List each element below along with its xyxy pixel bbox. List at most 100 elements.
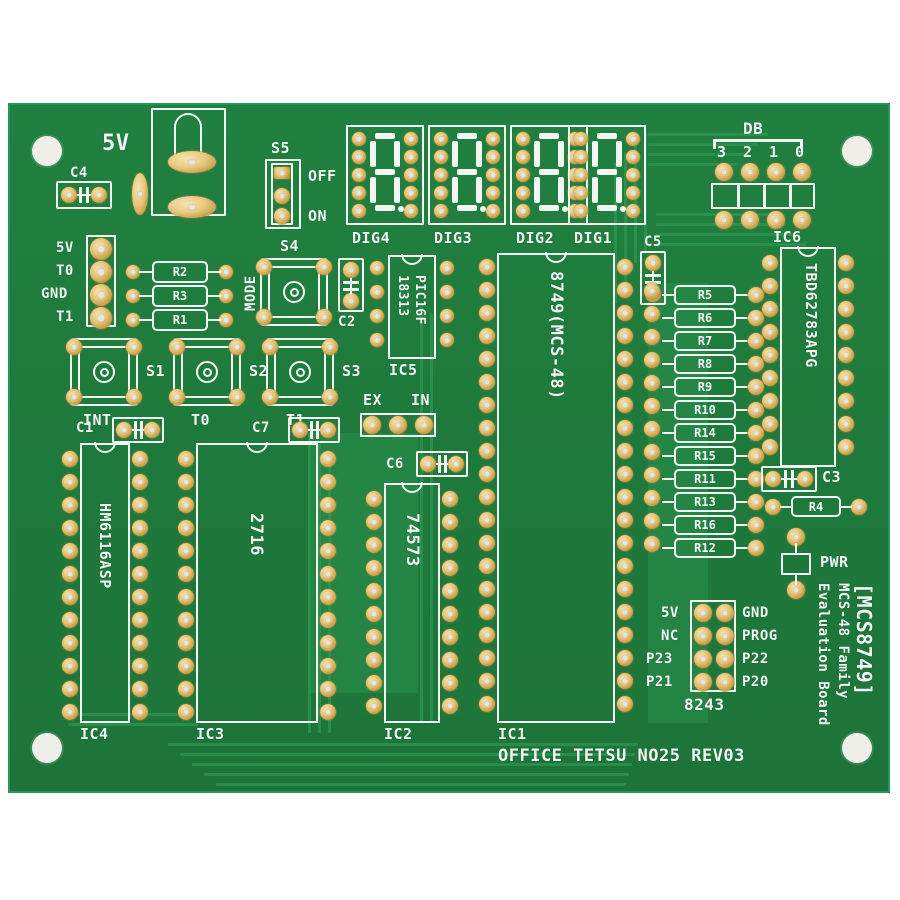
segment-e — [592, 177, 598, 203]
segment-d — [597, 205, 617, 211]
decimal-point — [398, 206, 404, 212]
display-pad — [434, 186, 448, 200]
resistor-lead — [736, 478, 748, 480]
resistor-lead — [736, 432, 748, 434]
ic4-pad — [62, 635, 78, 651]
display-dig3-label: DIG3 — [434, 229, 473, 247]
conn-right-pin: P22 — [742, 651, 769, 667]
segment-f — [592, 141, 598, 167]
display-pad — [434, 150, 448, 164]
right-resistor: R14 — [674, 423, 736, 443]
s5-off-label: OFF — [308, 167, 337, 185]
ic1-pad — [479, 305, 495, 321]
s5-pad — [274, 167, 290, 179]
c5-label: C5 — [644, 234, 662, 250]
db-pad — [715, 163, 733, 181]
ic4-pad — [132, 635, 148, 651]
tact-switch-s2[interactable] — [173, 338, 241, 406]
resistor-pad — [126, 313, 140, 327]
display-pad — [516, 150, 530, 164]
ic1-right-pad — [644, 398, 660, 414]
right-resistor-pad — [748, 287, 764, 303]
ic1-right-pad — [644, 444, 660, 460]
tact-switch-s1[interactable] — [70, 338, 138, 406]
trace — [634, 143, 637, 263]
tact-switch-s3[interactable] — [266, 338, 334, 406]
segment-d — [457, 205, 477, 211]
segment-d — [539, 205, 559, 211]
resistor-lead — [736, 363, 748, 365]
c1-outline — [112, 417, 164, 443]
right-resistor-pad — [748, 333, 764, 349]
c1-pad — [144, 422, 160, 438]
display-pad — [404, 186, 418, 200]
c4-lead — [77, 194, 91, 196]
conn-8243-pad — [694, 604, 712, 622]
ic1-pad — [479, 558, 495, 574]
c7-plate — [316, 421, 319, 439]
decimal-point — [480, 206, 486, 212]
resistor-lead — [736, 317, 748, 319]
db-pin-label: 0 — [795, 143, 805, 161]
ic3-pad — [178, 589, 194, 605]
resistor-lead — [736, 455, 748, 457]
resistor-lead — [662, 409, 674, 411]
s2-label: T0 — [191, 411, 211, 429]
trace — [318, 443, 321, 733]
display-pad — [516, 204, 530, 218]
s1-pad — [66, 339, 82, 355]
c7-lead — [308, 429, 320, 431]
resistor-label: R12 — [694, 541, 716, 555]
db-pin-label: 1 — [769, 143, 779, 161]
ic4-pad — [132, 566, 148, 582]
ic1-pad — [479, 328, 495, 344]
right-resistor-pad — [748, 379, 764, 395]
segment-a — [375, 133, 395, 139]
display-pad — [574, 186, 588, 200]
resistor-label: R1 — [172, 313, 188, 327]
resistor-lead — [662, 524, 674, 526]
display-pad — [404, 168, 418, 182]
clock-header-pad — [415, 416, 433, 434]
trace — [430, 313, 433, 723]
db-pad — [741, 163, 759, 181]
conn-8243-pad — [694, 673, 712, 691]
connector-8243-outline — [690, 600, 736, 692]
display-dig1-label: DIG1 — [574, 229, 613, 247]
ic5-part-line2: 18313 — [395, 275, 410, 317]
ic2-pad — [442, 675, 458, 691]
resistor-label: R6 — [697, 311, 713, 325]
trace — [614, 163, 617, 303]
resistor-lead — [662, 478, 674, 480]
ic3-outline — [196, 443, 318, 723]
ic2-pad — [366, 629, 382, 645]
ic1-right-pad — [644, 283, 660, 299]
c5-outline — [640, 251, 666, 305]
s4-pad — [316, 309, 332, 325]
display-pad — [626, 186, 640, 200]
ic1-right-pad — [644, 536, 660, 552]
ic3-pad — [320, 497, 336, 513]
resistor-lead — [662, 547, 674, 549]
header-pin-label: T0 — [56, 263, 74, 279]
resistor-lead — [736, 547, 748, 549]
ic1-right-pad — [644, 352, 660, 368]
db-pad — [767, 163, 785, 181]
ic3-pad — [320, 451, 336, 467]
r4-lead — [780, 506, 792, 508]
segment-c — [476, 177, 482, 203]
ic3-pad — [320, 589, 336, 605]
tact-switch-s4[interactable] — [260, 258, 328, 326]
ic6-ref: IC6 — [773, 228, 802, 246]
ic3-pad — [178, 543, 194, 559]
segment-b — [394, 141, 400, 167]
db-divider — [763, 183, 766, 209]
decimal-point — [562, 206, 568, 212]
c3-plate — [784, 470, 787, 488]
trace — [68, 723, 198, 726]
ic6-pad — [762, 439, 778, 455]
segment-g — [539, 169, 559, 175]
ic1-pad — [617, 328, 633, 344]
trace — [656, 243, 806, 246]
db-pad — [767, 211, 785, 229]
